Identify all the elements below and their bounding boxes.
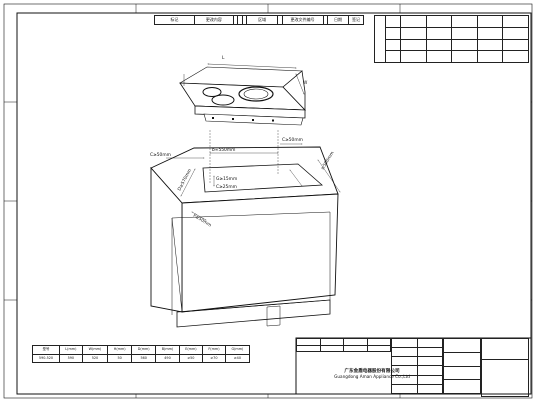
sheet-border [3,3,533,399]
revision-cell: 标记 [154,15,195,25]
drawing-number [481,338,529,360]
title-grid-cell [391,383,418,395]
tolerance-header-cell [385,15,401,28]
title-grid-cell [443,379,481,394]
title-grid-cell [391,356,418,367]
revision-cell [241,15,248,25]
tolerance-grade [385,26,401,40]
title-grid-cell [443,365,481,381]
tolerance-value [451,38,478,52]
title-grid-cell [416,383,443,395]
dimension-value-cell: 50 [107,353,133,363]
dimension-value-cell: 520 [81,353,109,363]
drawing-name [481,359,529,397]
c-top-label: C≥50mm [282,137,303,143]
dimension-header-cell: E(mm) [178,345,204,355]
title-grid-cell [343,344,368,352]
tolerance-header-cell [476,15,504,28]
revision-cell [322,15,329,25]
dimension-value-cell: ≥70 [202,353,226,363]
title-identity [481,338,529,397]
dimension-header-cell: D(mm) [131,345,157,355]
tolerance-value [425,50,453,63]
title-grid-left [296,338,391,352]
dimension-value-cell: ≥40 [224,353,251,363]
tolerance-value [476,26,504,40]
hob-drawing [178,63,306,126]
tolerance-value [502,50,529,63]
b-label: b≈550mm [212,147,235,153]
company-name-chinese: 广东金盾电器股份有限公司 [344,369,400,374]
tolerance-header-cell [400,15,427,28]
dimension-table: 型号 L(mm) W(mm) H(mm) D(mm) B(mm) E(mm) F… [32,345,251,363]
dimension-header-cell: F(mm) [202,345,226,355]
revision-cell: 区域 [246,15,279,25]
tolerance-value [425,26,453,40]
revision-cell: 更改内容 [193,15,234,25]
company-name-english: Guangdong Aman Appliance Co.,Ltd [334,374,410,379]
revision-cell: 更改文件编号 [281,15,324,25]
tolerance-value [451,26,478,40]
dimension-header-cell: B(mm) [155,345,180,355]
tolerance-value [400,26,427,40]
l-label: L [222,55,225,61]
dimension-value-cell: ≥50 [178,353,204,363]
dimension-value-cell: 490 [155,353,180,363]
tolerance-value [425,38,453,52]
c-side-label: C≥50mm [150,152,171,158]
tolerance-grade [385,38,401,52]
dimension-header-cell: G(mm) [224,345,251,355]
dimension-header-cell: 型号 [32,345,60,355]
title-grid-cell [319,344,344,352]
title-grid-cell [296,344,321,352]
tolerance-table [374,15,529,63]
title-grid-right [443,338,481,394]
cabinet-drawing [150,130,341,328]
dimension-value-cell: 590-520 [32,353,60,363]
title-grid-cell [416,356,443,367]
title-grid-cell [443,338,481,353]
title-grid-cell [443,351,481,367]
dimension-header-cell: W(mm) [81,345,109,355]
title-block [296,337,529,397]
tolerance-header-cell [425,15,453,28]
tolerance-grade [385,50,401,63]
title-grid-cell [416,347,443,358]
tolerance-value [476,38,504,52]
w-label: W [303,80,308,86]
title-grid-cell [391,337,418,349]
tolerance-value [400,50,427,63]
title-grid-cell [391,347,418,358]
g-label: G≥15mm [216,176,237,182]
tolerance-value [476,50,504,63]
revision-table: 标记 更改内容 区域 更改文件编号 日期 签记 [154,15,364,25]
tolerance-header-cell [502,15,529,28]
dimension-header-cell: H(mm) [107,345,133,355]
dimension-header-cell: L(mm) [59,345,83,355]
tolerance-header-cell [451,15,478,28]
title-grid-cell [416,337,443,349]
title-grid-cell [366,344,391,352]
dimension-value-cell: 590 [59,353,83,363]
tolerance-value [400,38,427,52]
revision-cell [277,15,283,25]
c-mid-label: C≥25mm [216,184,237,190]
dimension-value-cell: 560 [131,353,157,363]
tolerance-side-label [374,15,386,63]
tolerance-value [502,38,529,52]
title-grid-middle [391,337,443,395]
tolerance-value [502,26,529,40]
revision-cell: 签记 [348,15,364,25]
tolerance-value [451,50,478,63]
revision-cell: 日期 [327,15,349,25]
